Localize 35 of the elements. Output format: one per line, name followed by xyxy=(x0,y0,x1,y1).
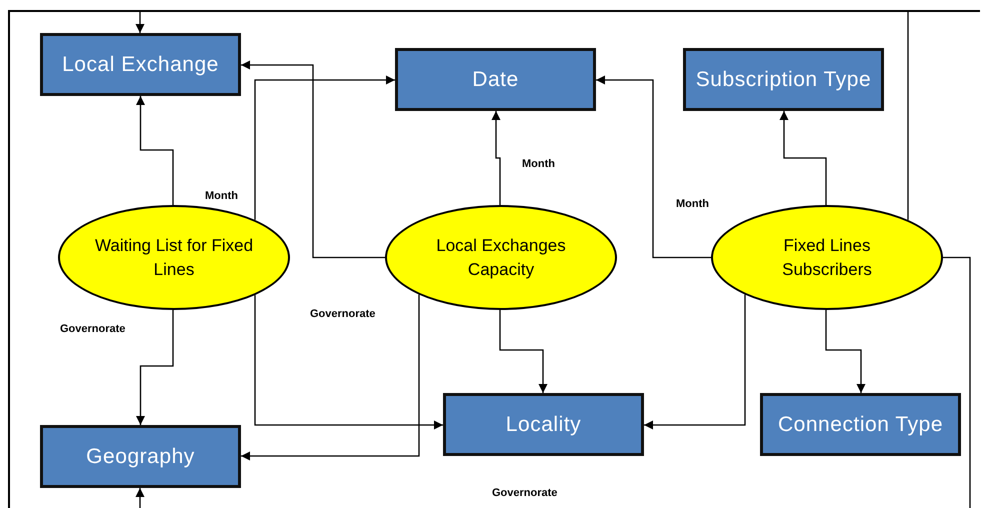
ellipse-label: Waiting List for Fixed Lines xyxy=(94,234,254,280)
relation-label: Month xyxy=(205,189,238,204)
box-label: Connection Type xyxy=(778,412,944,438)
connector-arrow xyxy=(136,96,174,205)
connector-arrow xyxy=(779,111,827,205)
relation-label: Governorate xyxy=(310,307,376,322)
dimension-box xyxy=(40,425,241,488)
connector-arrow xyxy=(241,60,385,258)
dimension-box xyxy=(760,393,961,456)
relation-label: Governorate xyxy=(60,322,126,337)
relation-label: Month xyxy=(676,197,709,212)
ellipse-label: Fixed Lines Subscribers xyxy=(781,234,873,280)
box-label: Local Exchange xyxy=(62,52,219,78)
box-label: Locality xyxy=(506,412,582,438)
connector-arrow xyxy=(241,294,420,461)
dimension-box xyxy=(395,48,596,111)
connector-arrow xyxy=(254,75,395,220)
box-label: Geography xyxy=(86,444,195,470)
dimension-box xyxy=(443,393,644,456)
connector-arrow xyxy=(135,10,909,220)
connector-arrow xyxy=(135,256,971,508)
connector-arrow xyxy=(499,310,548,393)
connector-arrow xyxy=(136,310,174,425)
dimension-box xyxy=(683,48,884,111)
connector-arrow xyxy=(596,75,711,258)
box-label: Date xyxy=(472,66,519,92)
relation-label: Month xyxy=(522,157,555,172)
box-label: Subscription Type xyxy=(696,66,872,92)
connector-arrow xyxy=(491,111,501,205)
connector-arrow xyxy=(644,294,746,430)
relation-label: Governorate xyxy=(492,486,558,501)
connector-arrow xyxy=(254,295,443,430)
ellipse-label: Local Exchanges Capacity xyxy=(435,234,567,280)
connector-arrow xyxy=(825,310,866,393)
dimension-box xyxy=(40,33,241,96)
